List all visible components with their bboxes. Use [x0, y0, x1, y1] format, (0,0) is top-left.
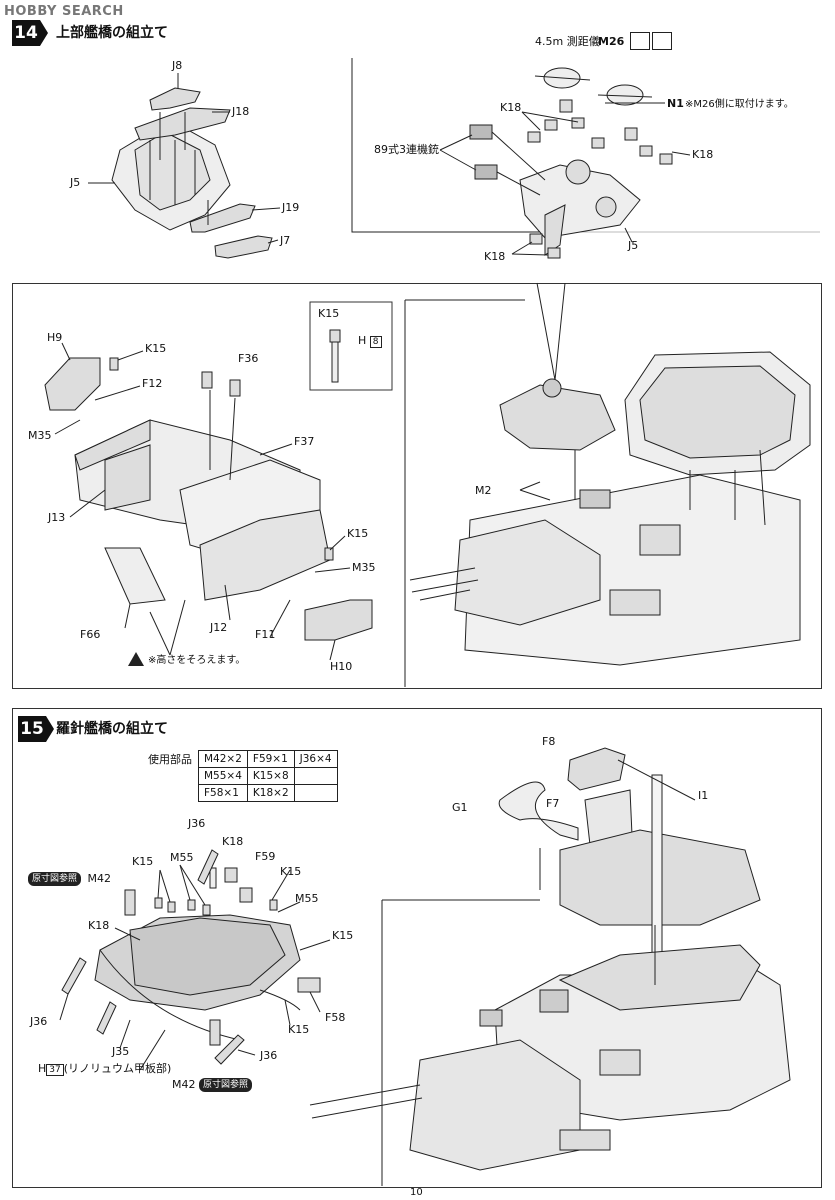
label-f37: F37: [294, 435, 315, 448]
table-cell: J36×4: [293, 750, 338, 768]
ref-full-size-1: 原寸図参照 M42: [28, 872, 111, 886]
watermark-text: HOBBY SEARCH: [4, 4, 124, 19]
label-k18-left: K18: [88, 919, 110, 932]
label-k15-mid: K15: [332, 929, 354, 942]
label-n1: N1: [667, 97, 684, 110]
label-f7: F7: [546, 797, 560, 810]
label-j18: J18: [232, 105, 250, 118]
label-linoleum: (リノリュウム甲板部): [63, 1062, 172, 1075]
table-row: M55×4 K15×8: [198, 767, 338, 785]
label-f58: F58: [325, 1011, 346, 1024]
watermark-logo: HOBBY SEARCH: [4, 4, 124, 19]
step-15-title: 羅針艦橋の組立て: [56, 721, 168, 737]
label-m55-top: M55: [170, 851, 194, 864]
label-k18-b: K18: [692, 148, 714, 161]
label-k18-a: K18: [500, 101, 522, 114]
label-h-number: 37: [46, 1064, 64, 1076]
label-j13: J13: [48, 511, 66, 524]
label-m42-bottom: M42: [172, 1078, 196, 1091]
label-m26: M26: [598, 35, 625, 48]
label-m55-right: M55: [295, 892, 319, 905]
step-14-lower-panel: [12, 283, 822, 689]
table-row: M42×2 F59×1 J36×4: [198, 750, 338, 768]
step-15-panel: [12, 708, 822, 1188]
label-k18-top: K18: [222, 835, 244, 848]
label-h-letter: H: [38, 1062, 47, 1075]
label-k15-top: K15: [132, 855, 154, 868]
label-k15-right: K15: [280, 865, 302, 878]
label-m2: M2: [475, 484, 492, 497]
label-f12: F12: [142, 377, 163, 390]
label-inset-k15: K15: [318, 307, 340, 320]
step-14-badge: 14: [12, 20, 48, 46]
label-n1-note: ※M26側に取付けます。: [685, 99, 794, 110]
label-f59: F59: [255, 850, 276, 863]
label-j5-left: J5: [70, 176, 81, 189]
full-size-ref-badge-2: 原寸図参照: [199, 1078, 253, 1092]
label-i1: I1: [698, 789, 709, 802]
parts-table: M42×2 F59×1 J36×4 M55×4 K15×8 F58×1 K18×…: [198, 750, 338, 802]
label-m42-top: M42: [87, 872, 112, 885]
page-number: 10: [410, 1187, 423, 1198]
label-k15-b: K15: [347, 527, 369, 540]
label-k15-a: K15: [145, 342, 167, 355]
label-j12: J12: [210, 621, 228, 634]
table-row: F58×1 K18×2: [198, 784, 338, 802]
label-h10: H10: [330, 660, 353, 673]
label-mg-89: 89式3連機銃: [374, 143, 439, 156]
label-inset-h-number: 8: [369, 336, 382, 348]
cut-icon: [630, 32, 650, 50]
label-g1: G1: [452, 801, 468, 814]
label-j7: J7: [280, 234, 291, 247]
label-m35-b: M35: [352, 561, 376, 574]
label-j36-top: J36: [188, 817, 206, 830]
label-m35-a: M35: [28, 429, 52, 442]
label-j36-left: J36: [30, 1015, 48, 1028]
label-f36: F36: [238, 352, 259, 365]
label-h9: H9: [47, 331, 63, 344]
label-k18-c: K18: [484, 250, 506, 263]
label-j5-right: J5: [628, 239, 639, 252]
ref-full-size-2: M42 原寸図参照: [172, 1078, 255, 1092]
label-height-note: ※高さをそろえます。: [148, 655, 246, 666]
label-j8: J8: [172, 59, 183, 72]
label-rangefinder: 4.5m 測距儀: [535, 35, 600, 48]
label-j19: J19: [282, 201, 300, 214]
parts-header: 使用部品: [148, 753, 192, 766]
table-cell: [293, 784, 338, 802]
table-cell: F58×1: [198, 784, 248, 802]
label-f66: F66: [80, 628, 101, 641]
label-f8: F8: [542, 735, 556, 748]
label-k15-bottom: K15: [288, 1023, 310, 1036]
label-inset-h: H 8: [358, 335, 382, 348]
label-j36-bottom: J36: [260, 1049, 278, 1062]
glue-icon: [652, 32, 672, 50]
label-j35: J35: [112, 1045, 130, 1058]
step-15-badge: 15: [18, 716, 54, 742]
label-inset-h-letter: H: [358, 334, 367, 347]
label-f11: F11: [255, 628, 276, 641]
table-cell: M42×2: [198, 750, 248, 768]
warning-icon: [128, 652, 144, 666]
table-cell: M55×4: [198, 767, 248, 785]
full-size-ref-badge: 原寸図参照: [28, 872, 82, 886]
step-14-title: 上部艦橋の組立て: [56, 25, 168, 41]
